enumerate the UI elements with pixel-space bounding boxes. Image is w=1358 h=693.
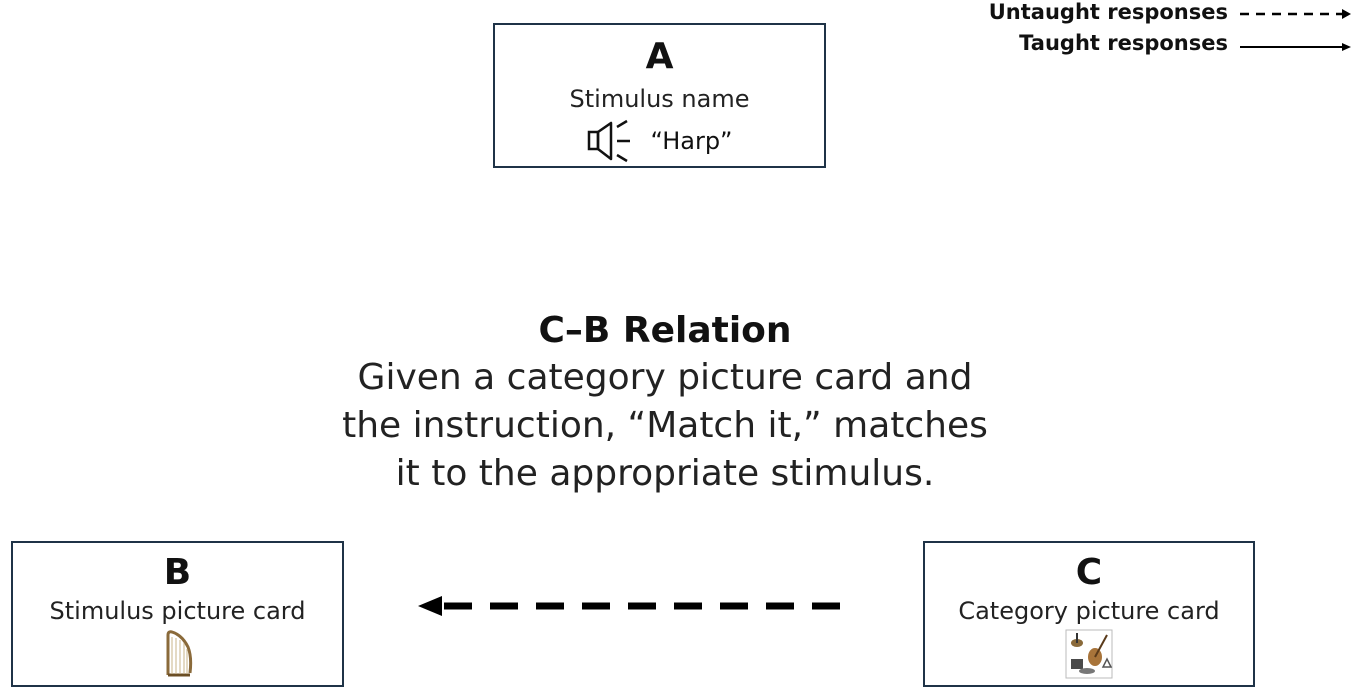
legend-untaught-label: Untaught responses: [988, 0, 1228, 24]
node-c-description: Category picture card: [958, 597, 1220, 625]
legend-taught-label: Taught responses: [1019, 31, 1228, 55]
node-c-box: C Category picture card: [923, 541, 1255, 687]
legend-solid-arrow: [1240, 43, 1351, 51]
node-b-description: Stimulus picture card: [49, 597, 306, 625]
node-a-spoken-word: “Harp”: [650, 127, 733, 155]
node-a-description: Stimulus name: [569, 85, 750, 113]
speaker-icon: [587, 119, 630, 163]
instruments-picture: [1065, 629, 1113, 679]
relation-text: Given a category picture card and the in…: [330, 354, 1000, 498]
relation-line-2: the instruction, “Match it,” matches: [342, 405, 988, 446]
node-a-voice: “Harp”: [587, 119, 733, 163]
relation-line-1: Given a category picture card and: [357, 357, 973, 398]
node-b-letter: B: [163, 552, 192, 593]
harp-picture: [166, 630, 192, 677]
c-to-b-dashed-arrow: [418, 596, 848, 616]
node-a-letter: A: [645, 36, 674, 77]
node-a-box: A Stimulus name “Harp”: [493, 23, 826, 168]
relation-description: C–B Relation Given a category picture ca…: [330, 308, 1000, 498]
legend: Untaught responses Taught responses: [960, 0, 1358, 60]
relation-line-3: it to the appropriate stimulus.: [395, 453, 935, 494]
node-c-letter: C: [1075, 552, 1103, 593]
node-b-box: B Stimulus picture card: [11, 541, 344, 687]
legend-dashed-arrow: [1240, 9, 1351, 19]
relation-title: C–B Relation: [538, 310, 792, 351]
